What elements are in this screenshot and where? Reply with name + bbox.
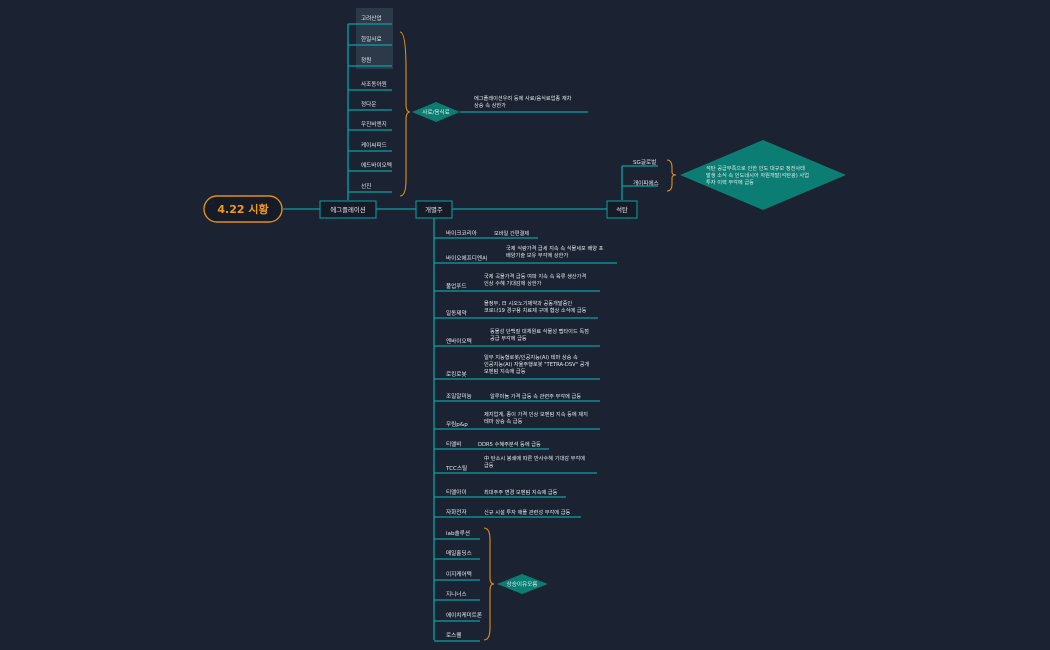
stock-name[interactable]: 바이크코리아 <box>446 229 477 237</box>
coal-note-line-3: 투자 이력 부각에 급등 <box>706 178 754 186</box>
stock-name[interactable]: 엔바이오텍 <box>446 337 472 345</box>
eggplay-item[interactable]: 정다운 <box>361 100 376 108</box>
stock-desc-line: 일부 지능형로봇/인공지능(AI) 테마 상승 속 <box>484 353 578 361</box>
stock-desc-line: 코로나19 경구용 치료제 구매 협상 소식에 급등 <box>484 306 587 314</box>
coal-item-2: 개이피에스 <box>633 179 659 187</box>
eggplay-item[interactable]: 정원 <box>361 56 371 64</box>
hub-label: 사료/음식료 <box>422 108 450 116</box>
stock-desc-line: 中 탄소시 봉쇄에 따른 반사수혜 기대감 부각에 <box>484 454 585 462</box>
stock-name[interactable]: 풀업푸드 <box>446 282 467 290</box>
ipo-hub-label: 상승이유모름 <box>507 580 538 588</box>
coal-note-line-2: 발생 소식 속 인도네시아 자원개발(석탄광) 사업 <box>706 171 809 179</box>
ipo-item[interactable]: 지니너스 <box>446 590 467 598</box>
eggplay-item[interactable]: 에드바이오텍 <box>361 161 392 169</box>
eggplay-item[interactable]: 케이씨피드 <box>361 141 387 149</box>
coal-node[interactable] <box>606 200 638 219</box>
stock-desc-line: 국제 식량가격 급세 지속 속 식물세포 배양 포 <box>506 244 604 252</box>
stock-desc-line: 급등 <box>484 462 494 469</box>
root-label: 4.22 시황 <box>217 202 268 216</box>
stock-desc-line: 모멘텀 지속에 급등 <box>484 367 526 375</box>
stock-desc-line: 제지업계, 종이 가격 인상 모멘텀 지속 등에 제지 <box>484 410 588 418</box>
stock-desc-line: 인상 수혜 기대감에 상한가 <box>484 279 542 287</box>
hub-diamond <box>412 102 460 122</box>
stock-name[interactable]: 바이오에프디엔씨 <box>446 254 487 262</box>
stock-name[interactable]: 일동제약 <box>446 309 467 317</box>
ipo-bracket <box>483 527 495 641</box>
root-node[interactable] <box>203 195 283 223</box>
stock-desc-line: 인공지능(AI) 자율주행로봇 "TETRA-DSV" 공개 <box>484 360 589 368</box>
coal-label: 석탄 <box>616 205 628 214</box>
eggplay-node[interactable] <box>319 200 377 219</box>
eggplay-item[interactable]: 우진비앤지 <box>361 120 387 128</box>
eggplay-item[interactable]: 고려산업 <box>361 14 382 22</box>
highlight-box <box>356 8 393 69</box>
individual-node[interactable] <box>415 200 453 219</box>
stock-desc-line: 최대주주 변경 모멘텀 지속에 급등 <box>484 488 558 496</box>
stock-desc-line: 배양기술 보유 부각에 상한가 <box>506 251 568 259</box>
stock-name[interactable]: TCC스틸 <box>445 464 467 472</box>
eggplay-item[interactable]: 사조동아원 <box>361 80 387 88</box>
coal-note-diamond <box>680 140 846 210</box>
stock-desc-line: 신규 시설 투자 애플 관련성 부각에 급등 <box>484 508 570 516</box>
stock-desc-line: 모바일 간편결제 <box>494 229 529 237</box>
ipo-item[interactable]: 이지케어텍 <box>446 570 472 578</box>
eggplay-item[interactable]: 한일사료 <box>361 35 382 43</box>
eggplay-item[interactable]: 선진 <box>361 182 371 190</box>
ipo-item[interactable]: 로스웰 <box>446 631 461 639</box>
stock-desc-line: 공급 부각에 급등 <box>490 334 527 342</box>
stock-name[interactable]: 조일알미늄 <box>446 392 472 400</box>
hub-note-line-1: 에그플레이션우려 등에 사료/음식료업종 재차 <box>474 94 572 102</box>
ipo-item[interactable]: lab솔루션 <box>446 529 470 537</box>
ipo-item[interactable]: 매일홀딩스 <box>446 549 472 557</box>
coal-bracket <box>666 159 677 192</box>
stock-desc-line: 국제 곡물가격 급등 여파 지속 속 육류 생산가격 <box>484 272 586 280</box>
coal-note-line-1: 석탄 공급부족으로 인한 인도 대규모 정전사태 <box>706 164 805 172</box>
coal-item-1: SG글로벌 <box>633 158 656 166</box>
stock-desc-line: 동물성 단백질 대체원료 식물성 펩타이드 독점 <box>490 327 589 335</box>
individual-label: 개별주 <box>425 205 443 214</box>
ipo-item[interactable]: 에이치케미트론 <box>446 611 482 619</box>
stock-name[interactable]: 무림p&p <box>446 420 468 428</box>
stock-name[interactable]: 자화전자 <box>446 508 467 516</box>
eggplay-bracket <box>399 31 411 197</box>
stock-name[interactable]: 티엘비 <box>446 440 461 448</box>
ipo-diamond <box>497 574 548 594</box>
stock-desc-line: 몰정부, 日 시오노기제약과 공동개발중인 <box>484 299 572 307</box>
stock-name[interactable]: 티엘아이 <box>446 488 467 496</box>
stock-desc-line: 알루미늄 가격 급등 속 관련주 부각에 급등 <box>490 392 581 400</box>
stock-desc-line: DDR5 수혜주분석 등에 급등 <box>478 440 541 448</box>
eggplay-label: 에그플레이션 <box>330 205 365 214</box>
coal-links <box>621 165 658 200</box>
hub-note-line-2: 상승 속 상한가 <box>474 101 506 109</box>
stock-name[interactable]: 로킹로봇 <box>446 371 467 378</box>
stock-desc-line: 테마 상승 속 급등 <box>484 417 523 425</box>
